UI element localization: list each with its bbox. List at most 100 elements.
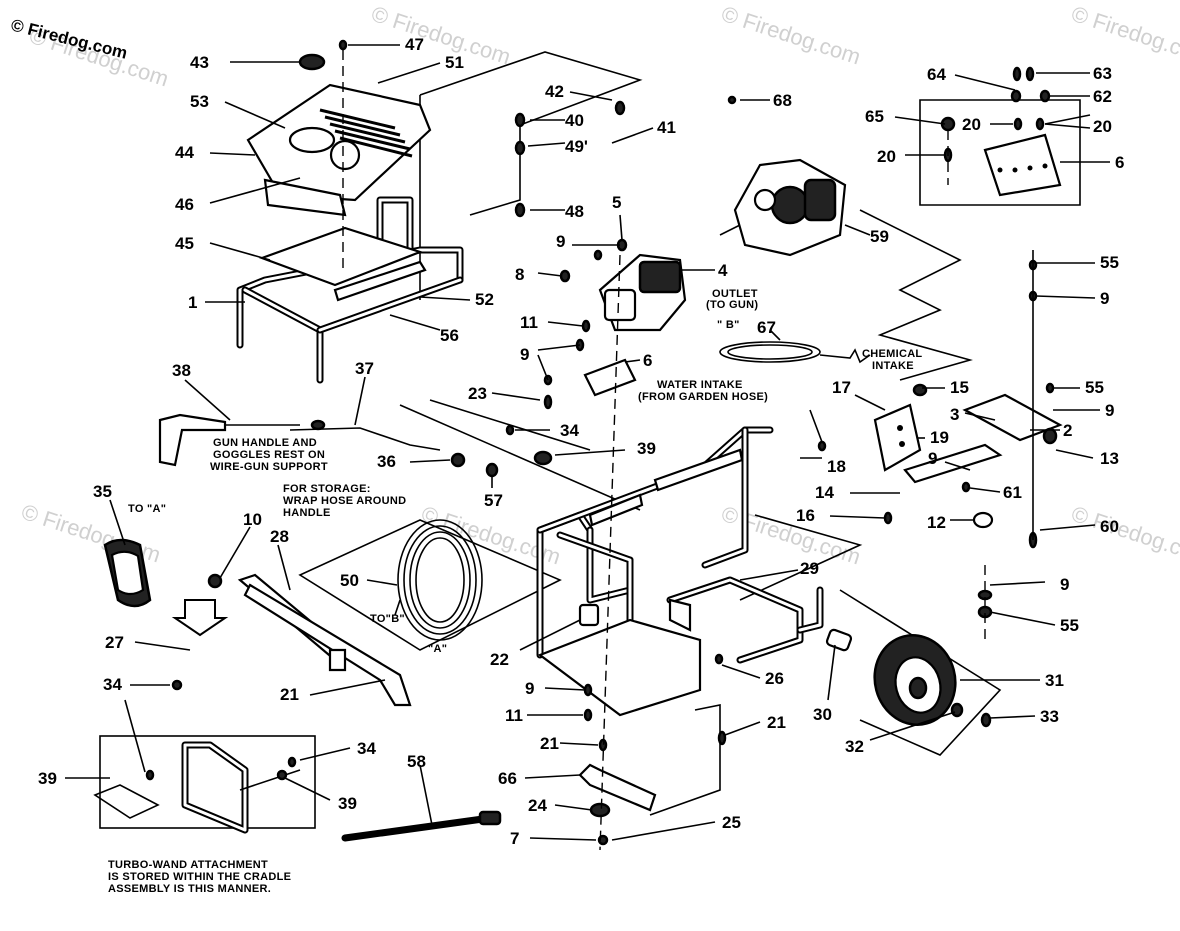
callout-number: 21	[767, 713, 786, 732]
callout-number: 64	[927, 65, 946, 84]
watermark: © Firedog.com	[1068, 1, 1180, 69]
caption-b-marker: " B"	[717, 319, 740, 331]
callout-number: 18	[827, 457, 846, 476]
callout-number: 4	[718, 261, 728, 280]
callout-number: 26	[765, 669, 784, 688]
callout-number: 50	[340, 571, 359, 590]
callout-number: 8	[515, 265, 524, 284]
callout-number: 17	[832, 378, 851, 397]
callout-number: 36	[377, 452, 396, 471]
callout-number: 57	[484, 491, 503, 510]
callout-number: 46	[175, 195, 194, 214]
callout-number: 21	[540, 734, 559, 753]
callout-number: 1	[188, 293, 197, 312]
caption-storage-3: HANDLE	[283, 507, 331, 519]
callout-number: 55	[1100, 253, 1119, 272]
chemical-hose	[719, 341, 871, 364]
callout-number: 11	[520, 313, 538, 332]
leader-lines	[65, 44, 1110, 851]
turbo-wand	[341, 810, 502, 842]
callout-number: 10	[243, 510, 262, 529]
callout-number: 27	[105, 633, 124, 652]
callout-number: 58	[407, 752, 426, 771]
callout-number: 30	[813, 705, 832, 724]
callout-numbers: 43 47 51 53 44 46 45 1 52 56 42 40 49' 4…	[38, 35, 1124, 848]
assembly-outlines	[298, 51, 1081, 816]
callout-number: 24	[528, 796, 547, 815]
callout-number: 41	[657, 118, 676, 137]
caption-outlet: OUTLET	[712, 288, 758, 300]
callout-number: 35	[93, 482, 112, 501]
caption-storage-2: WRAP HOSE AROUND	[283, 495, 406, 507]
callout-number: 37	[355, 359, 374, 378]
callout-number: 55	[1085, 378, 1104, 397]
callout-number: 34	[357, 739, 376, 758]
caption-turbo-2: IS STORED WITHIN THE CRADLE	[108, 871, 291, 883]
goggles	[103, 538, 152, 608]
callout-number: 63	[1093, 64, 1112, 83]
caption-gun-3: WIRE-GUN SUPPORT	[210, 461, 328, 473]
callout-number: 61	[1003, 483, 1022, 502]
callout-number: 44	[175, 143, 194, 162]
callout-number: 45	[175, 234, 194, 253]
caption-water-sub: (FROM GARDEN HOSE)	[638, 391, 768, 403]
axle-frame	[666, 576, 824, 664]
callout-number: 9	[1100, 289, 1109, 308]
callout-number: 33	[1040, 707, 1059, 726]
callout-number: 5	[612, 193, 621, 212]
callout-number: 34	[103, 675, 122, 694]
callout-number: 68	[773, 91, 792, 110]
callout-number: 48	[565, 202, 584, 221]
callout-number: 12	[927, 513, 946, 532]
fuel-tank	[246, 53, 432, 217]
mount-plate	[578, 763, 657, 818]
callout-number: 29	[800, 559, 819, 578]
callout-number: 42	[545, 82, 564, 101]
inset-box	[93, 735, 316, 834]
watermark: © Firedog.com	[718, 1, 863, 69]
callout-number: 49'	[565, 137, 588, 156]
caption-outlet-sub: (TO GUN)	[706, 299, 758, 311]
control-box	[873, 393, 1063, 484]
engine	[719, 158, 847, 257]
watermark: © Firedog.com	[718, 501, 863, 569]
wheel	[825, 628, 957, 726]
callout-number: 31	[1045, 671, 1064, 690]
callout-number: 67	[757, 318, 776, 337]
caption-a-marker: "A"	[428, 643, 447, 655]
caption-storage: FOR STORAGE:	[283, 483, 371, 495]
callout-number: 20	[877, 147, 896, 166]
callout-number: 9	[1105, 401, 1114, 420]
callout-number: 7	[510, 829, 519, 848]
callout-number: 9	[556, 232, 565, 251]
callout-number: 28	[270, 527, 289, 546]
caption-turbo-3: ASSEMBLY IS THIS MANNER.	[108, 883, 271, 895]
captions: OUTLET (TO GUN) " B" CHEMICAL INTAKE WAT…	[108, 288, 922, 895]
callout-number: 9	[928, 449, 937, 468]
callout-number: 13	[1100, 449, 1119, 468]
callout-number: 53	[190, 92, 209, 111]
callout-number: 15	[950, 378, 969, 397]
caption-to-b: TO"B"	[370, 613, 405, 625]
callout-number: 55	[1060, 616, 1079, 635]
callout-number: 20	[962, 115, 981, 134]
pump	[598, 253, 687, 332]
callout-number: 25	[722, 813, 741, 832]
mount-bracket-top	[983, 133, 1062, 197]
callout-number: 14	[815, 483, 834, 502]
callout-number: 34	[560, 421, 579, 440]
gun-support	[237, 573, 412, 707]
callout-number: 19	[930, 428, 949, 447]
caption-gun: GUN HANDLE AND	[213, 437, 317, 449]
callout-number: 6	[643, 351, 652, 370]
callout-number: 56	[440, 326, 459, 345]
callout-number: 32	[845, 737, 864, 756]
callout-number: 3	[950, 405, 959, 424]
callout-number: 2	[1063, 421, 1072, 440]
callout-number: 62	[1093, 87, 1112, 106]
callout-number: 47	[405, 35, 424, 54]
cradle-frame	[236, 196, 464, 384]
hose-coil	[394, 519, 483, 641]
callout-number: 65	[865, 107, 884, 126]
